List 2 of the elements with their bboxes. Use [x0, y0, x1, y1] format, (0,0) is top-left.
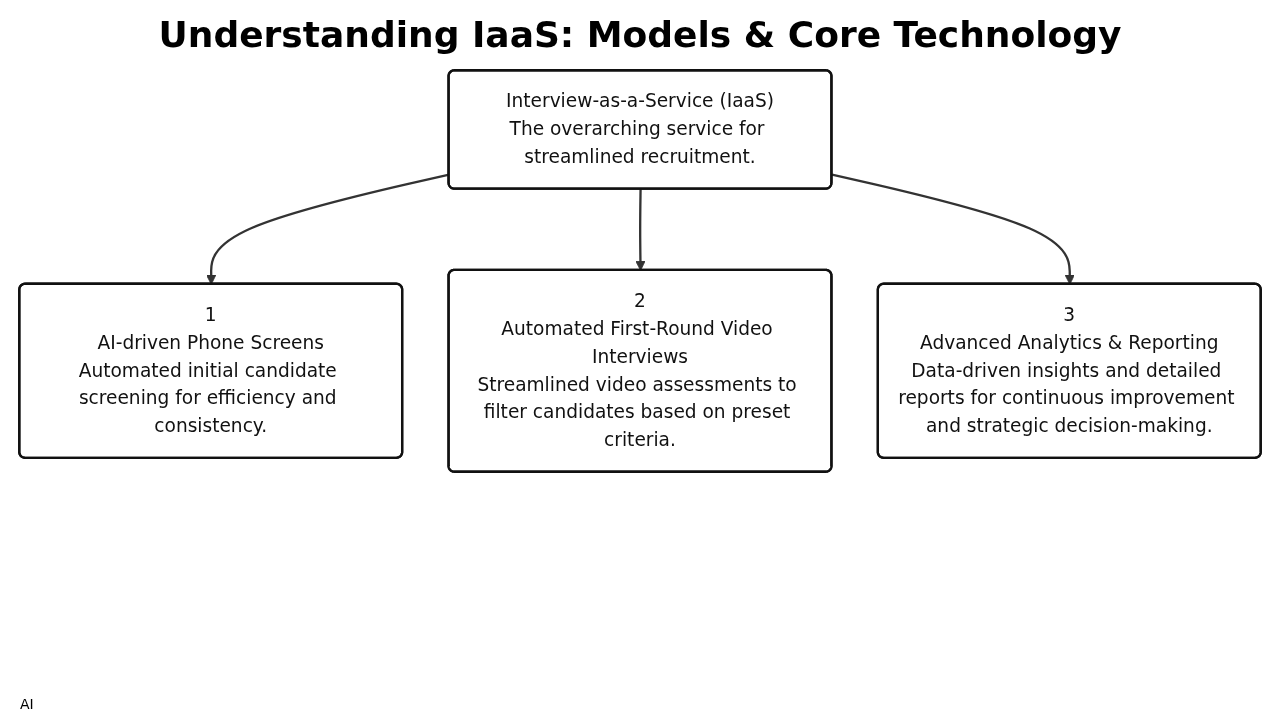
diagram-title: Understanding IaaS: Models & Core Technology — [157, 14, 1123, 55]
note-text: AI — [20, 696, 34, 712]
